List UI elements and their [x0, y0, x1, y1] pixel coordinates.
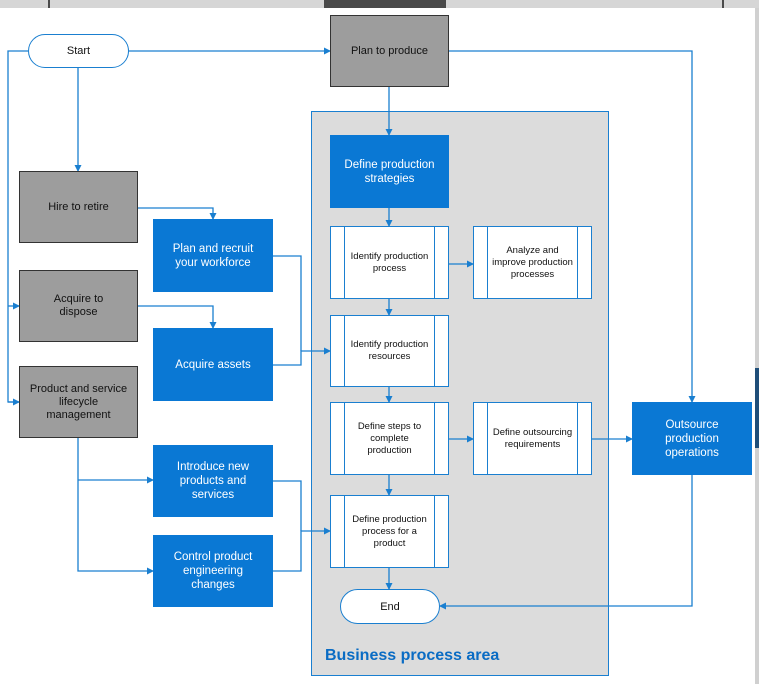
introduce-new-products-label: Introduce new products and services [176, 461, 250, 501]
plan-to-produce-box[interactable]: Plan to produce [330, 15, 449, 87]
control-product-engineering-box[interactable]: Control product engineering changes [153, 535, 273, 607]
connector-plan-recruit-to-resources [273, 255, 302, 351]
connector-plan-to-outsource [449, 50, 696, 403]
define-steps-complete-box[interactable]: Define steps to complete production [330, 402, 449, 475]
acquire-assets-label: Acquire assets [175, 358, 251, 371]
start-node[interactable]: Start [28, 34, 129, 68]
top-strip-divider [48, 0, 50, 8]
define-production-strategies-label: Define production strategies [344, 158, 435, 185]
control-product-engineering-label: Control product engineering changes [173, 551, 253, 591]
start-label: Start [66, 45, 91, 57]
top-strip-tab [324, 0, 446, 8]
plan-recruit-workforce-label: Plan and recruit your workforce [172, 242, 254, 269]
product-service-lifecycle-box[interactable]: Product and service lifecycle management [19, 366, 138, 438]
connector-control-to-define-process [273, 527, 331, 572]
right-edge-accent [755, 368, 759, 448]
identify-production-resources-box[interactable]: Identify production resources [330, 315, 449, 387]
identify-production-process-box[interactable]: Identify production process [330, 226, 449, 299]
acquire-assets-box[interactable]: Acquire assets [153, 328, 273, 401]
acquire-to-dispose-box[interactable]: Acquire to dispose [19, 270, 138, 342]
window-top-strip [0, 0, 759, 8]
connector-outsource-to-end [439, 475, 693, 610]
plan-recruit-workforce-box[interactable]: Plan and recruit your workforce [153, 219, 273, 292]
connector-lifecycle-down [77, 438, 154, 575]
define-process-for-product-box[interactable]: Define production process for a product [330, 495, 449, 568]
outsource-production-operations-label: Outsource production operations [665, 418, 719, 459]
hire-to-retire-box[interactable]: Hire to retire [19, 171, 138, 243]
connector-assets-to-resources [273, 347, 331, 366]
define-process-for-product-label: Define production process for a product [352, 513, 427, 549]
business-process-area-label: Business process area [325, 647, 500, 664]
connector-hire-to-plan-recruit [138, 207, 217, 220]
hire-to-retire-label: Hire to retire [48, 200, 109, 213]
define-production-strategies-box[interactable]: Define production strategies [330, 135, 449, 208]
top-strip-divider [722, 0, 724, 8]
connector-introduce-to-define-process [273, 480, 302, 531]
end-node[interactable]: End [340, 589, 440, 624]
end-label: End [380, 600, 400, 613]
acquire-to-dispose-label: Acquire to dispose [53, 293, 104, 318]
outsource-production-operations-box[interactable]: Outsource production operations [632, 402, 752, 475]
define-outsourcing-requirements-label: Define outsourcing requirements [492, 426, 573, 450]
product-service-lifecycle-label: Product and service lifecycle management [29, 382, 128, 421]
identify-production-resources-label: Identify production resources [350, 339, 429, 362]
define-outsourcing-requirements-box[interactable]: Define outsourcing requirements [473, 402, 592, 475]
define-steps-complete-label: Define steps to complete production [357, 420, 422, 456]
window-right-edge [755, 8, 759, 684]
introduce-new-products-box[interactable]: Introduce new products and services [153, 445, 273, 517]
plan-to-produce-label: Plan to produce [350, 44, 429, 57]
connector-acquire-to-assets [138, 305, 217, 329]
identify-production-process-label: Identify production process [350, 250, 429, 274]
analyze-improve-processes-label: Analyze and improve production processes [492, 244, 573, 280]
analyze-improve-processes-box[interactable]: Analyze and improve production processes [473, 226, 592, 299]
